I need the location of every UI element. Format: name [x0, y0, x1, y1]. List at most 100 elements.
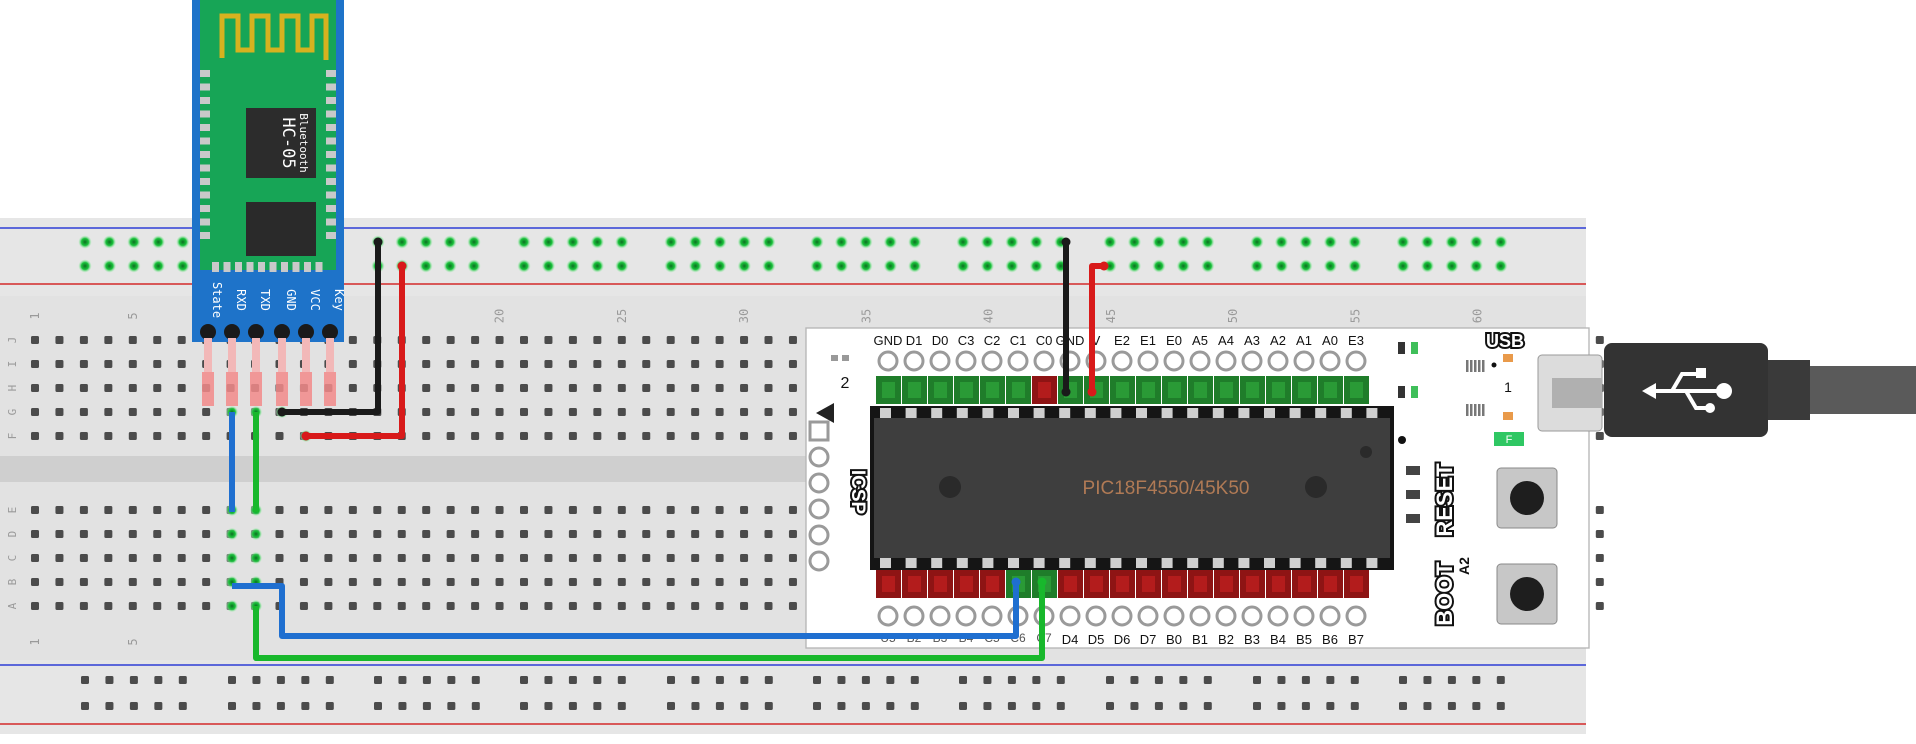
breadboard-hole — [177, 432, 186, 440]
chip-leg — [1289, 408, 1301, 420]
breadboard-hole — [79, 432, 88, 440]
breadboard-hole — [691, 432, 700, 440]
wire-end — [1011, 577, 1021, 587]
smd-led-b — [1398, 386, 1405, 398]
header-socket — [1298, 382, 1311, 398]
breadboard-hole — [520, 432, 528, 440]
breadboard-hole — [471, 408, 480, 416]
breadboard-hole — [740, 530, 749, 538]
rail-hole — [276, 676, 285, 684]
breadboard-hole — [55, 578, 64, 586]
rail-hole — [81, 702, 89, 710]
rail-hole — [1396, 235, 1410, 249]
rail-hole — [105, 702, 114, 710]
top-pin-label: A4 — [1218, 333, 1234, 348]
breadboard-hole — [788, 506, 797, 514]
breadboard-hole — [471, 384, 480, 392]
smd-part-2 — [1406, 490, 1420, 499]
rail-hole — [837, 702, 846, 710]
column-number: 45 — [1104, 309, 1118, 323]
breadboard-hole — [422, 432, 431, 440]
wire-green-long — [253, 582, 1045, 661]
module-pin-header — [200, 324, 216, 340]
breadboard-hole — [128, 602, 137, 610]
rail-hole — [419, 235, 433, 249]
header-ring — [1085, 605, 1107, 627]
rail-hole — [566, 259, 580, 273]
icsp-pin — [808, 472, 830, 494]
breadboard-hole — [568, 554, 577, 562]
header-ring — [1059, 605, 1081, 627]
header-ring — [929, 605, 951, 627]
rail-hole — [1496, 702, 1505, 710]
side-pad — [200, 178, 210, 185]
rail-hole — [443, 259, 457, 273]
rail-hole — [737, 259, 751, 273]
rail-hole — [517, 235, 531, 249]
breadboard-hole — [788, 360, 797, 368]
rail-hole — [859, 259, 873, 273]
rail-hole — [78, 259, 92, 273]
wire-end — [1061, 387, 1071, 397]
rail-hole — [980, 235, 994, 249]
rail-hole — [1445, 235, 1459, 249]
breadboard-hole — [422, 336, 431, 344]
chip-leg — [956, 408, 968, 420]
breadboard-hole — [397, 554, 406, 562]
rail-hole — [1203, 676, 1212, 684]
header-socket — [1246, 576, 1259, 592]
pin-leg — [278, 338, 286, 372]
chip-dimple-left — [939, 476, 961, 498]
chip-leg — [1212, 408, 1224, 420]
breadboard-hole — [593, 578, 602, 586]
breadboard-hole — [617, 408, 626, 416]
icsp-pin — [808, 524, 830, 546]
rail-hole — [1152, 235, 1166, 249]
rail-hole — [1396, 259, 1410, 273]
rail-hole — [228, 702, 236, 710]
side-pad — [200, 70, 210, 77]
rail-hole — [544, 702, 553, 710]
breadboard-hole — [764, 506, 773, 514]
crystal-pad — [1482, 404, 1485, 416]
breadboard-hole — [299, 602, 308, 610]
breadboard-hole — [31, 408, 39, 416]
breadboard-hole — [495, 360, 504, 368]
rail-hole — [886, 702, 895, 710]
rail-hole — [1005, 259, 1019, 273]
breadboard-hole — [202, 530, 211, 538]
breadboard-hole — [788, 336, 797, 344]
header-ring — [1345, 605, 1367, 627]
reset-button-knob[interactable] — [1510, 481, 1544, 515]
breadboard-hole — [544, 602, 553, 610]
breadboard-hole — [666, 336, 675, 344]
breadboard-hole — [568, 360, 577, 368]
rail-hole — [1176, 259, 1190, 273]
chip-leg — [1264, 408, 1275, 420]
breadboard-hole — [471, 360, 480, 368]
rail-hole — [1447, 676, 1456, 684]
breadboard-hole — [617, 384, 626, 392]
chip-leg — [905, 556, 917, 568]
row-letter: C — [6, 555, 19, 562]
breadboard-hole — [740, 432, 749, 440]
rail-hole — [590, 235, 604, 249]
breadboard-hole — [1595, 554, 1604, 562]
rail-hole — [520, 676, 528, 684]
column-number: 1 — [28, 638, 42, 645]
rail-hole — [617, 676, 626, 684]
rail-hole — [81, 676, 89, 684]
rail-hole — [151, 259, 165, 273]
breadboard-hole — [446, 384, 455, 392]
breadboard-hole — [397, 578, 406, 586]
breadboard-hole — [471, 432, 480, 440]
rail-hole — [910, 676, 919, 684]
rail-hole — [301, 702, 310, 710]
boot-button-knob[interactable] — [1510, 577, 1544, 611]
breadboard-hole — [593, 506, 602, 514]
connected-hole — [226, 600, 238, 612]
bottom-pad — [304, 262, 311, 272]
header-ring — [929, 350, 951, 372]
breadboard-hole — [617, 506, 626, 514]
